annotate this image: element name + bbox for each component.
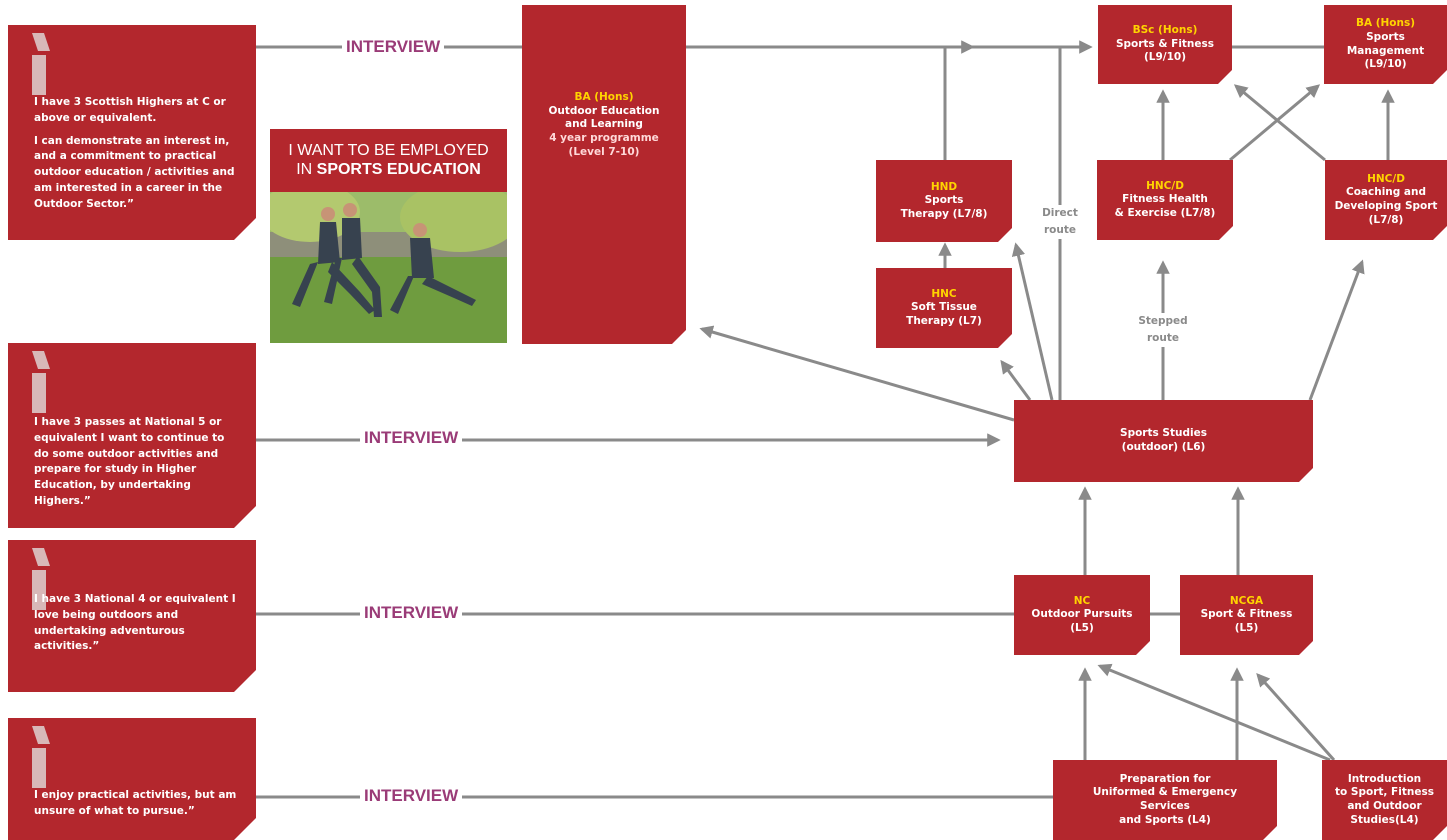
sports-education-photo: I WANT TO BE EMPLOYED IN SPORTS EDUCATIO… <box>260 129 520 343</box>
runners-image <box>260 182 520 343</box>
programme-sports-studies: Sports Studies (outdoor) (L6) <box>1014 400 1313 482</box>
programme-introduction-sport: Introduction to Sport, Fitness and Outdo… <box>1322 760 1447 840</box>
photo-title-line1: I WANT TO BE EMPLOYED <box>288 142 489 160</box>
arrow-ss-hnc <box>1000 359 1032 401</box>
programme-nc-outdoor-pursuits: NC Outdoor Pursuits (L5) <box>1014 575 1150 655</box>
programme-title: Sports & Fitness (L9/10) <box>1115 37 1215 64</box>
programme-title: Coaching and Developing Sport (L7/8) <box>1334 186 1438 226</box>
programme-title: Outdoor Education and Learning <box>548 104 660 131</box>
programme-hnc-fitness-health: HNC/D Fitness Health & Exercise (L7/8) <box>1097 160 1233 240</box>
arrow-intro-nc <box>1097 663 1331 762</box>
interview-label: INTERVIEW <box>342 37 445 57</box>
photo-title: I WANT TO BE EMPLOYED IN SPORTS EDUCATIO… <box>270 129 507 192</box>
quote-text: I enjoy practical activities, but am uns… <box>34 789 237 817</box>
programme-title: Fitness Health & Exercise (L7/8) <box>1114 193 1216 219</box>
programme-level: BSc (Hons) <box>1132 24 1198 37</box>
quote-mark-icon <box>30 726 54 788</box>
interview-label: INTERVIEW <box>360 603 463 623</box>
quote-box-highers: I have 3 Scottish Highers at C or above … <box>8 25 256 240</box>
quote-box-national4: I have 3 National 4 or equivalent I love… <box>8 540 256 692</box>
programme-subtitle: 4 year programme (Level 7-10) <box>549 131 659 158</box>
programme-title: Outdoor Pursuits (L5) <box>1031 608 1133 634</box>
interview-label: INTERVIEW <box>360 786 463 806</box>
photo-title-line2: IN SPORTS EDUCATION <box>296 160 481 178</box>
programme-title: Sport & Fitness (L5) <box>1200 608 1293 634</box>
programme-ncga-sport-fitness: NCGA Sport & Fitness (L5) <box>1180 575 1313 655</box>
programme-hnc-coaching: HNC/D Coaching and Developing Sport (L7/… <box>1325 160 1447 240</box>
programme-hnd-sports-therapy: HND Sports Therapy (L7/8) <box>876 160 1012 242</box>
programme-level: BA (Hons) <box>574 91 634 103</box>
direct-route-label: Direct route <box>1036 205 1084 239</box>
programme-hnc-soft-tissue: HNC Soft Tissue Therapy (L7) <box>876 268 1012 348</box>
programme-title: Sports Therapy (L7/8) <box>900 194 988 220</box>
programme-ba-sports-management: BA (Hons) Sports Management (L9/10) <box>1324 5 1447 84</box>
interview-label: INTERVIEW <box>360 428 463 448</box>
arrow-ss-coaching <box>1308 259 1365 401</box>
programme-title: Introduction to Sport, Fitness and Outdo… <box>1335 772 1434 826</box>
quote-text: I have 3 passes at National 5 or equival… <box>34 416 225 507</box>
programme-ba-outdoor-education: BA (Hons) Outdoor Education and Learning… <box>522 5 686 344</box>
quote-box-unsure: I enjoy practical activities, but am uns… <box>8 718 256 840</box>
programme-preparation-uniformed: Preparation for Uniformed & Emergency Se… <box>1053 760 1277 840</box>
programme-level: NC <box>1073 594 1091 607</box>
programme-level: HNC/D <box>1367 172 1405 185</box>
programme-title: Preparation for Uniformed & Emergency Se… <box>1092 772 1238 826</box>
programme-title: Soft Tissue Therapy (L7) <box>906 301 982 327</box>
quote-box-national5: I have 3 passes at National 5 or equival… <box>8 343 256 528</box>
programme-level: BA (Hons) <box>1355 17 1416 30</box>
programme-title: Sports Studies (outdoor) (L6) <box>1120 427 1207 453</box>
programme-level: HNC/D <box>1146 179 1184 192</box>
quote-text: I have 3 Scottish Highers at C or above … <box>34 96 235 210</box>
arrow-ss-ba <box>699 325 1015 422</box>
programme-level: NCGA <box>1229 594 1264 607</box>
quote-mark-icon <box>30 33 54 95</box>
quote-text: I have 3 National 4 or equivalent I love… <box>34 593 236 653</box>
stepped-route-label: Stepped route <box>1133 313 1193 347</box>
quote-mark-icon <box>30 548 54 610</box>
arrow-cross-1 <box>1229 84 1321 162</box>
arrow-ss-hnd <box>1011 242 1054 401</box>
programme-level: HND <box>930 180 958 193</box>
arrow-cross-2 <box>1233 84 1326 162</box>
programme-title: Sports Management (L9/10) <box>1346 30 1425 71</box>
quote-mark-icon <box>30 351 54 413</box>
arrow-intro-ncga <box>1256 672 1336 761</box>
programme-level: HNC <box>931 287 957 300</box>
programme-bsc-sports-fitness: BSc (Hons) Sports & Fitness (L9/10) <box>1098 5 1232 84</box>
